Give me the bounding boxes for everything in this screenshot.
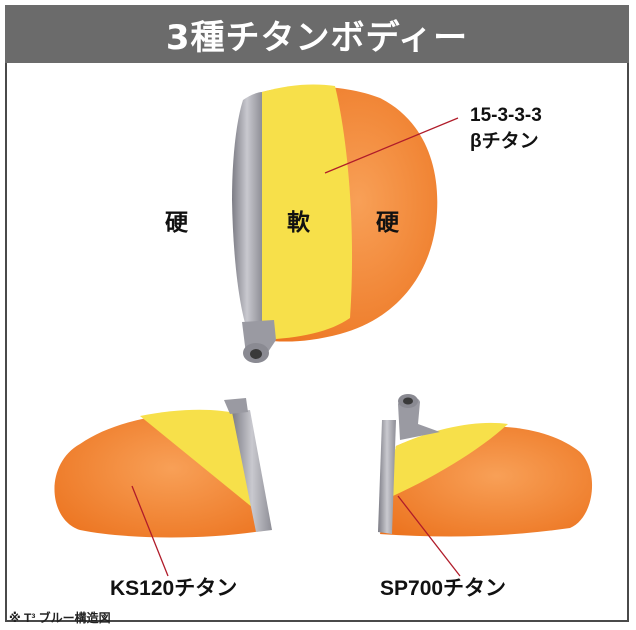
top-hosel-bore [250, 349, 262, 359]
footnote: ※ T³ ブルー構造図 [9, 611, 111, 625]
left-club-head [54, 398, 272, 577]
title-bar: 3種チタンボディー [5, 5, 629, 63]
ks120-label: KS120チタン [110, 577, 238, 600]
right-leader-line [397, 495, 461, 577]
right-club-head [378, 394, 593, 577]
left-leader-line [131, 485, 169, 577]
soft-label: 軟 [287, 210, 310, 236]
figure-title: 3種チタンボディー [165, 17, 469, 58]
hard-left-label: 硬 [165, 210, 188, 236]
top-club-head [232, 84, 459, 363]
right-metal-face [378, 420, 396, 534]
hard-right-label: 硬 [376, 210, 399, 236]
top-leader-line [324, 117, 459, 174]
left-metal-face [232, 410, 272, 532]
left-yellow-body [140, 409, 258, 512]
top-metal-face [232, 92, 262, 342]
alloy-label: 15-3-3-3 [470, 105, 542, 126]
left-hosel [224, 398, 248, 414]
right-yellow-body [384, 422, 508, 500]
sp700-label: SP700チタン [380, 577, 507, 600]
right-hosel-bore [403, 397, 413, 405]
beta-titanium-label: βチタン [470, 131, 539, 152]
top-yellow-crown [262, 84, 353, 340]
